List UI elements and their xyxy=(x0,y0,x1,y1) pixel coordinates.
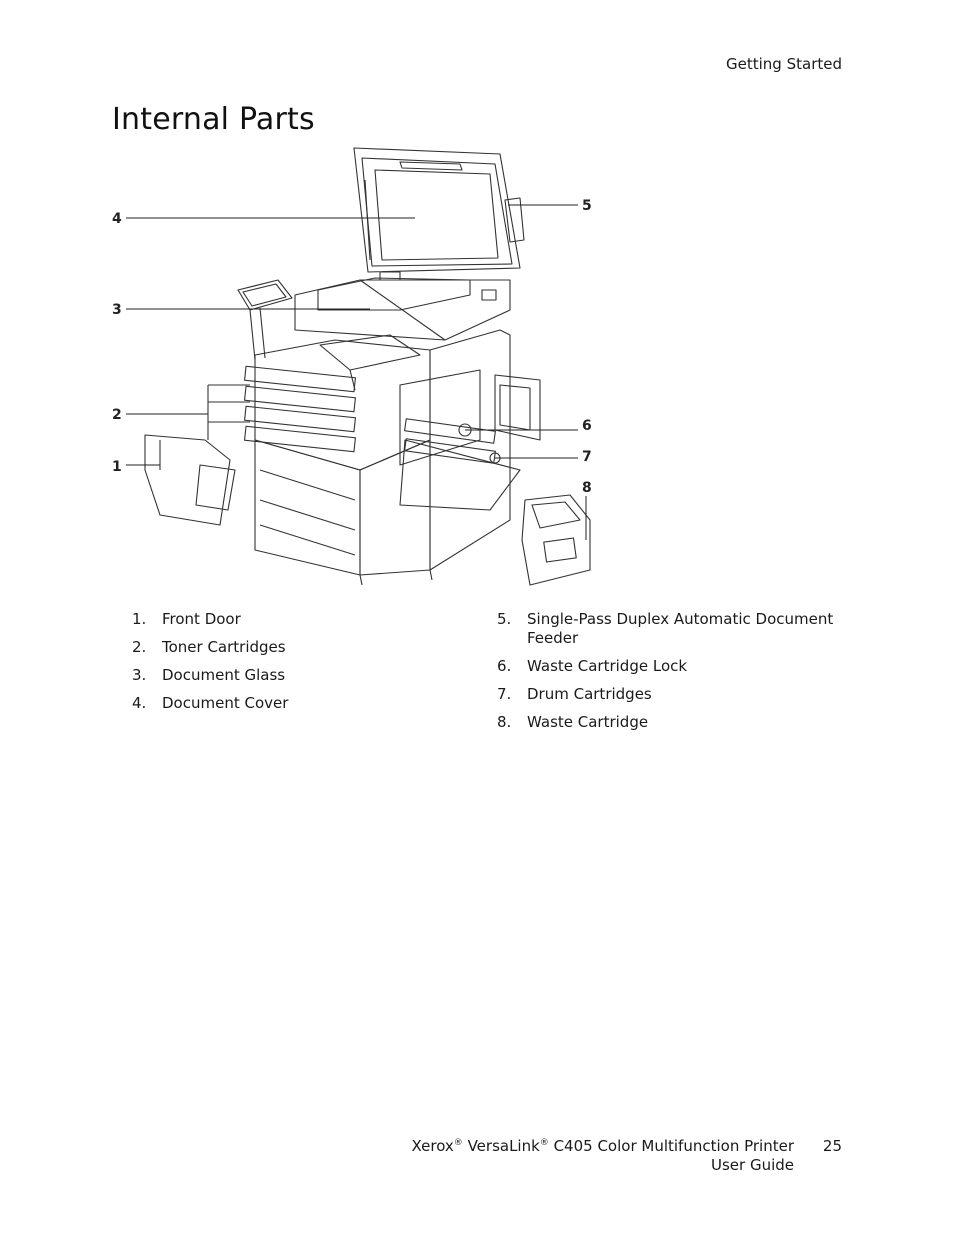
registered-mark: ® xyxy=(539,1138,549,1148)
list-item-number: 7. xyxy=(497,685,512,703)
list-item-number: 5. xyxy=(497,610,512,628)
document-cover-lid xyxy=(353,147,521,273)
parts-list-left: 1. Front Door 2. Toner Cartridges 3. Doc… xyxy=(132,610,432,722)
printer-internal-parts-illustration: 4 3 2 1 5 6 7 8 xyxy=(100,140,640,590)
adf-side-panel xyxy=(504,197,525,243)
callout-3: 3 xyxy=(112,302,122,318)
side-door xyxy=(399,369,481,466)
footer-product-name: VersaLink xyxy=(467,1137,540,1155)
list-item-label: Toner Cartridges xyxy=(162,638,286,656)
output-tray xyxy=(319,334,421,371)
footer-doc-type: User Guide xyxy=(710,1156,794,1174)
drum-cartridge-2 xyxy=(404,438,496,464)
scanner-hinge-left xyxy=(379,271,401,281)
front-door xyxy=(144,434,231,526)
toner-cartridges xyxy=(207,365,356,453)
list-item: 1. Front Door xyxy=(132,610,432,629)
list-item-number: 3. xyxy=(132,666,147,684)
list-item-label: Waste Cartridge Lock xyxy=(527,657,688,675)
list-item-label: Front Door xyxy=(162,610,241,628)
drum-cartridge-1 xyxy=(404,418,496,444)
running-header: Getting Started xyxy=(726,55,842,73)
list-item: 6. Waste Cartridge Lock xyxy=(497,657,837,676)
list-item-label: Waste Cartridge xyxy=(527,713,649,731)
list-item: 7. Drum Cartridges xyxy=(497,685,837,704)
scanner-hinge-right xyxy=(481,289,497,301)
callout-6: 6 xyxy=(582,418,592,434)
parts-list-right: 5. Single-Pass Duplex Automatic Document… xyxy=(497,610,837,741)
callout-4: 4 xyxy=(112,211,122,227)
printer-line-drawing: 4 3 2 1 5 6 7 8 xyxy=(112,147,592,586)
callout-8: 8 xyxy=(582,480,592,496)
footer-brand: Xerox xyxy=(411,1137,454,1155)
footer-document-title: Xerox® VersaLink® C405 Color Multifuncti… xyxy=(412,1137,794,1175)
page-title: Internal Parts xyxy=(112,102,315,137)
list-item: 4. Document Cover xyxy=(132,694,432,713)
footer-product-line: Xerox® VersaLink® C405 Color Multifuncti… xyxy=(412,1137,794,1156)
list-item-number: 2. xyxy=(132,638,147,656)
list-item: 2. Toner Cartridges xyxy=(132,638,432,657)
page-number: 25 xyxy=(822,1137,842,1155)
list-item: 3. Document Glass xyxy=(132,666,432,685)
registered-mark: ® xyxy=(453,1138,463,1148)
list-item-number: 4. xyxy=(132,694,147,712)
list-item-label: Single-Pass Duplex Automatic Document Fe… xyxy=(527,610,834,647)
drum-tray xyxy=(399,439,521,511)
list-item-number: 6. xyxy=(497,657,512,675)
list-item-number: 1. xyxy=(132,610,147,628)
callout-5: 5 xyxy=(582,198,592,214)
list-item: 8. Waste Cartridge xyxy=(497,713,837,732)
footer-model: C405 Color Multifunction Printer xyxy=(553,1137,794,1155)
waste-cartridge xyxy=(521,494,591,586)
control-panel-screen xyxy=(237,279,293,311)
list-item: 5. Single-Pass Duplex Automatic Document… xyxy=(497,610,837,648)
list-item-label: Drum Cartridges xyxy=(527,685,652,703)
callout-1: 1 xyxy=(112,459,122,475)
list-item-label: Document Glass xyxy=(162,666,286,684)
list-item-number: 8. xyxy=(497,713,512,731)
list-item-label: Document Cover xyxy=(162,694,289,712)
callout-2: 2 xyxy=(112,407,122,423)
callout-7: 7 xyxy=(582,449,592,465)
